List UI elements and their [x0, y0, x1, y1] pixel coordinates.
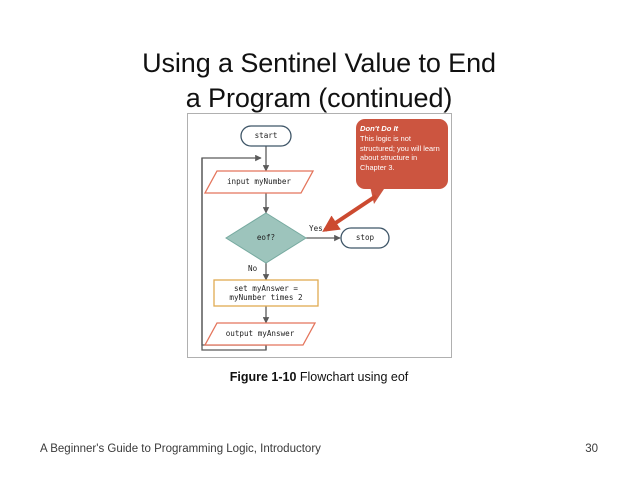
callout-pointer-arrow — [322, 194, 378, 232]
figure-caption: Figure 1-10 Flowchart using eof — [0, 370, 638, 384]
callout-box — [356, 119, 448, 189]
node-start-label: start — [254, 131, 278, 140]
slide-footer: A Beginner's Guide to Programming Logic,… — [0, 443, 638, 463]
branch-label-yes: Yes — [309, 224, 323, 233]
node-process — [213, 279, 319, 307]
flowchart-diagram — [201, 119, 448, 351]
connector-output-to-loop — [201, 158, 267, 351]
node-output — [203, 322, 317, 346]
callout-body: This logic is not structured; you will l… — [360, 134, 440, 172]
branch-label-no: No — [248, 264, 258, 273]
node-stop-label: stop — [355, 233, 375, 242]
node-stop — [340, 227, 390, 249]
page-title: Using a Sentinel Value to End a Program … — [0, 46, 638, 116]
node-start — [240, 125, 292, 147]
node-input — [203, 170, 315, 194]
callout-title: Don't Do It — [360, 124, 399, 133]
footer-source-text: A Beginner's Guide to Programming Logic,… — [40, 443, 321, 455]
page-title-line-1: Using a Sentinel Value to End — [142, 48, 496, 79]
node-input-label: input myNumber — [226, 177, 291, 186]
figure-caption-text: Flowchart using eof — [299, 370, 409, 384]
node-decision-label: eof? — [256, 233, 276, 242]
node-output-label: output myAnswer — [225, 329, 295, 338]
callout-tail — [370, 186, 386, 204]
callout-text: Don't Do It This logic is not structured… — [360, 124, 444, 172]
footer-page-number: 30 — [585, 443, 598, 455]
node-decision — [225, 212, 307, 264]
figure-frame: Don't Do It This logic is not structured… — [187, 113, 452, 358]
page-title-line-2: a Program (continued) — [185, 83, 453, 114]
figure-caption-number: Figure 1-10 — [229, 370, 297, 384]
node-process-label-line-1: set myAnswer = — [233, 284, 298, 293]
node-process-label-line-2: myNumber times 2 — [229, 293, 303, 302]
